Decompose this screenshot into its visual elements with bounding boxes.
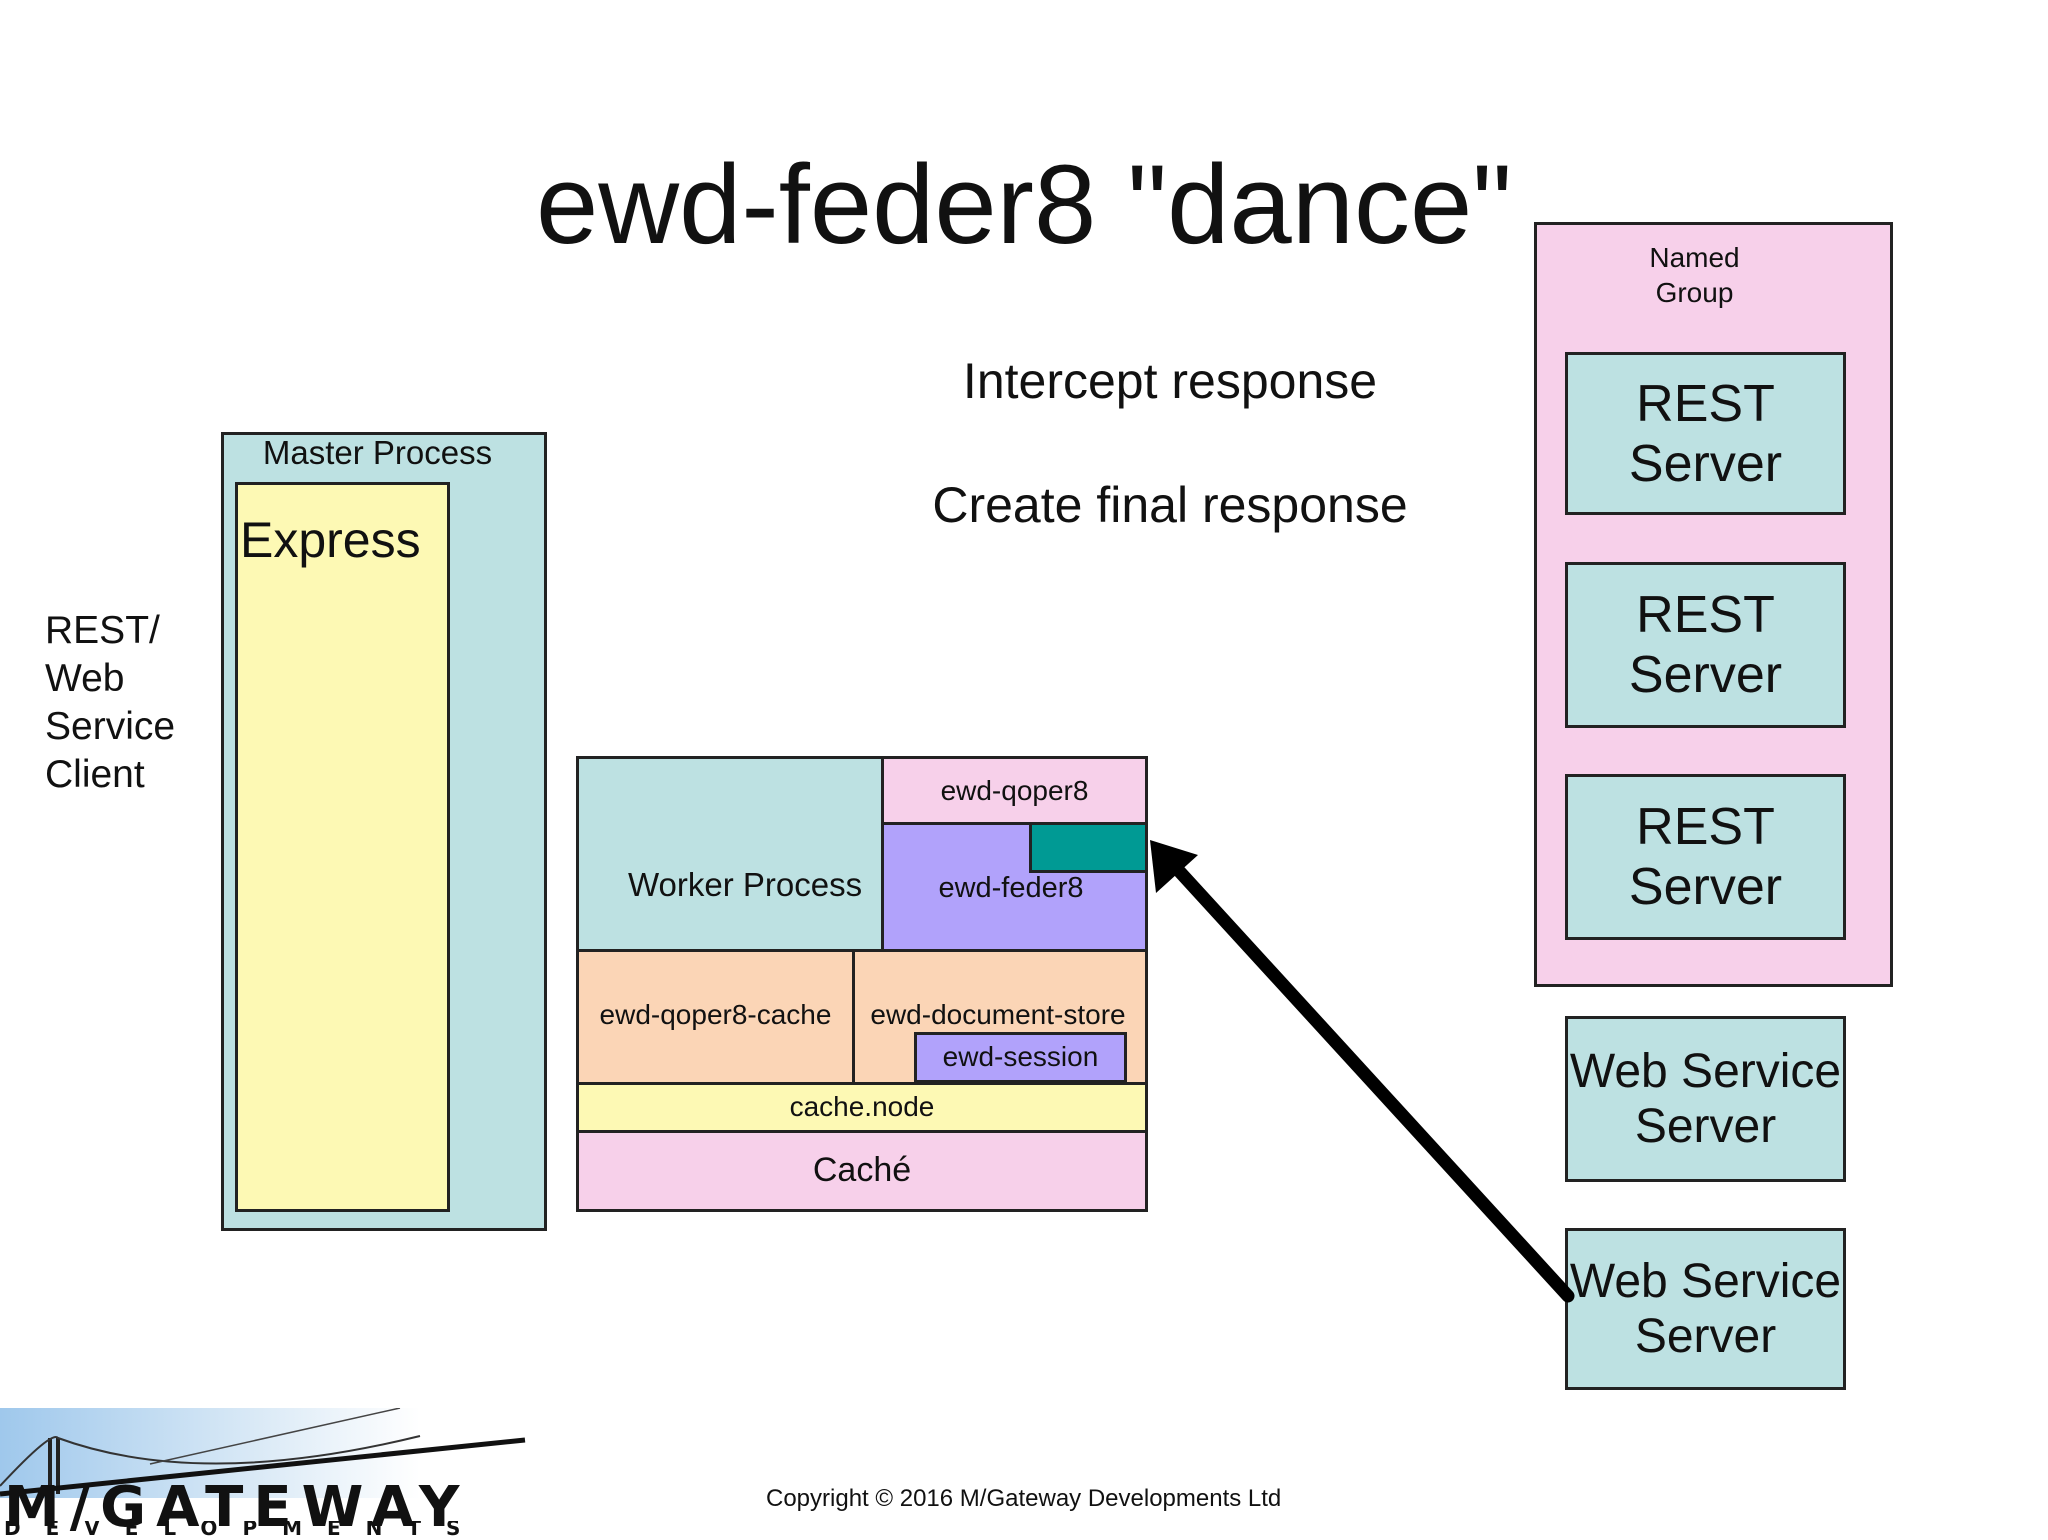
named-group-label-line: Group [1655,277,1734,308]
note-create-final-response: Create final response [932,477,1408,533]
rest-server-label: Server [1628,858,1783,916]
web-service-server-label: Server [1634,1100,1777,1153]
client-label-line: Service [45,705,176,748]
rest-server-label: Server [1628,646,1783,704]
response-arrow-head [1150,840,1198,893]
master-process-label: Master Process [262,434,493,471]
ewd-qoper8-cache-box [576,949,855,1085]
rest-server-label: Server [1628,434,1783,493]
rest-web-service-client-label: REST/ Web Service Client [45,607,175,799]
web-service-server-label: Web Service [1569,1045,1842,1098]
rest-server-label: REST [1636,374,1775,433]
note-intercept-response: Intercept response [962,353,1378,409]
named-group-label: Named Group [1534,240,1855,310]
worker-process-box [576,756,884,952]
slide-title: ewd-feder8 "dance" [535,142,1513,267]
ewd-document-store-label: ewd-document-store [870,999,1126,1030]
client-label-line: REST/ [45,609,160,652]
logo-subtitle: DEVELOPMENTS [4,1521,486,1536]
m-gateway-logo [0,1408,526,1498]
copyright-text: Copyright © 2016 M/Gateway Developments … [766,1485,1282,1512]
ewd-feder8-hook-box [1029,822,1148,873]
client-label-line: Client [45,753,145,796]
express-label: Express [240,512,421,568]
cache-node-label: cache.node [789,1091,935,1122]
cache-label: Caché [812,1151,912,1189]
rest-server-label: REST [1636,798,1775,856]
ewd-session-box [914,1032,1127,1083]
ewd-feder8-label: ewd-feder8 [938,872,1084,904]
ewd-qoper8-cache-label: ewd-qoper8-cache [599,999,832,1030]
web-service-server-label: Server [1634,1310,1777,1363]
web-service-server-label: Web Service [1569,1255,1842,1308]
named-group-label-line: Named [1649,242,1740,273]
logo-wordmark: M/GATEWAY [4,1475,470,1540]
response-arrow-shaft [1173,865,1575,1303]
cache-node-box [576,1082,1148,1133]
client-label-line: Web [45,657,125,700]
cache-box [576,1130,1148,1212]
worker-process-label: Worker Process [628,866,863,903]
express-box [235,482,450,1212]
ewd-qoper8-label: ewd-qoper8 [940,775,1089,806]
rest-server-label: REST [1636,586,1775,644]
ewd-session-label: ewd-session [942,1041,1099,1072]
